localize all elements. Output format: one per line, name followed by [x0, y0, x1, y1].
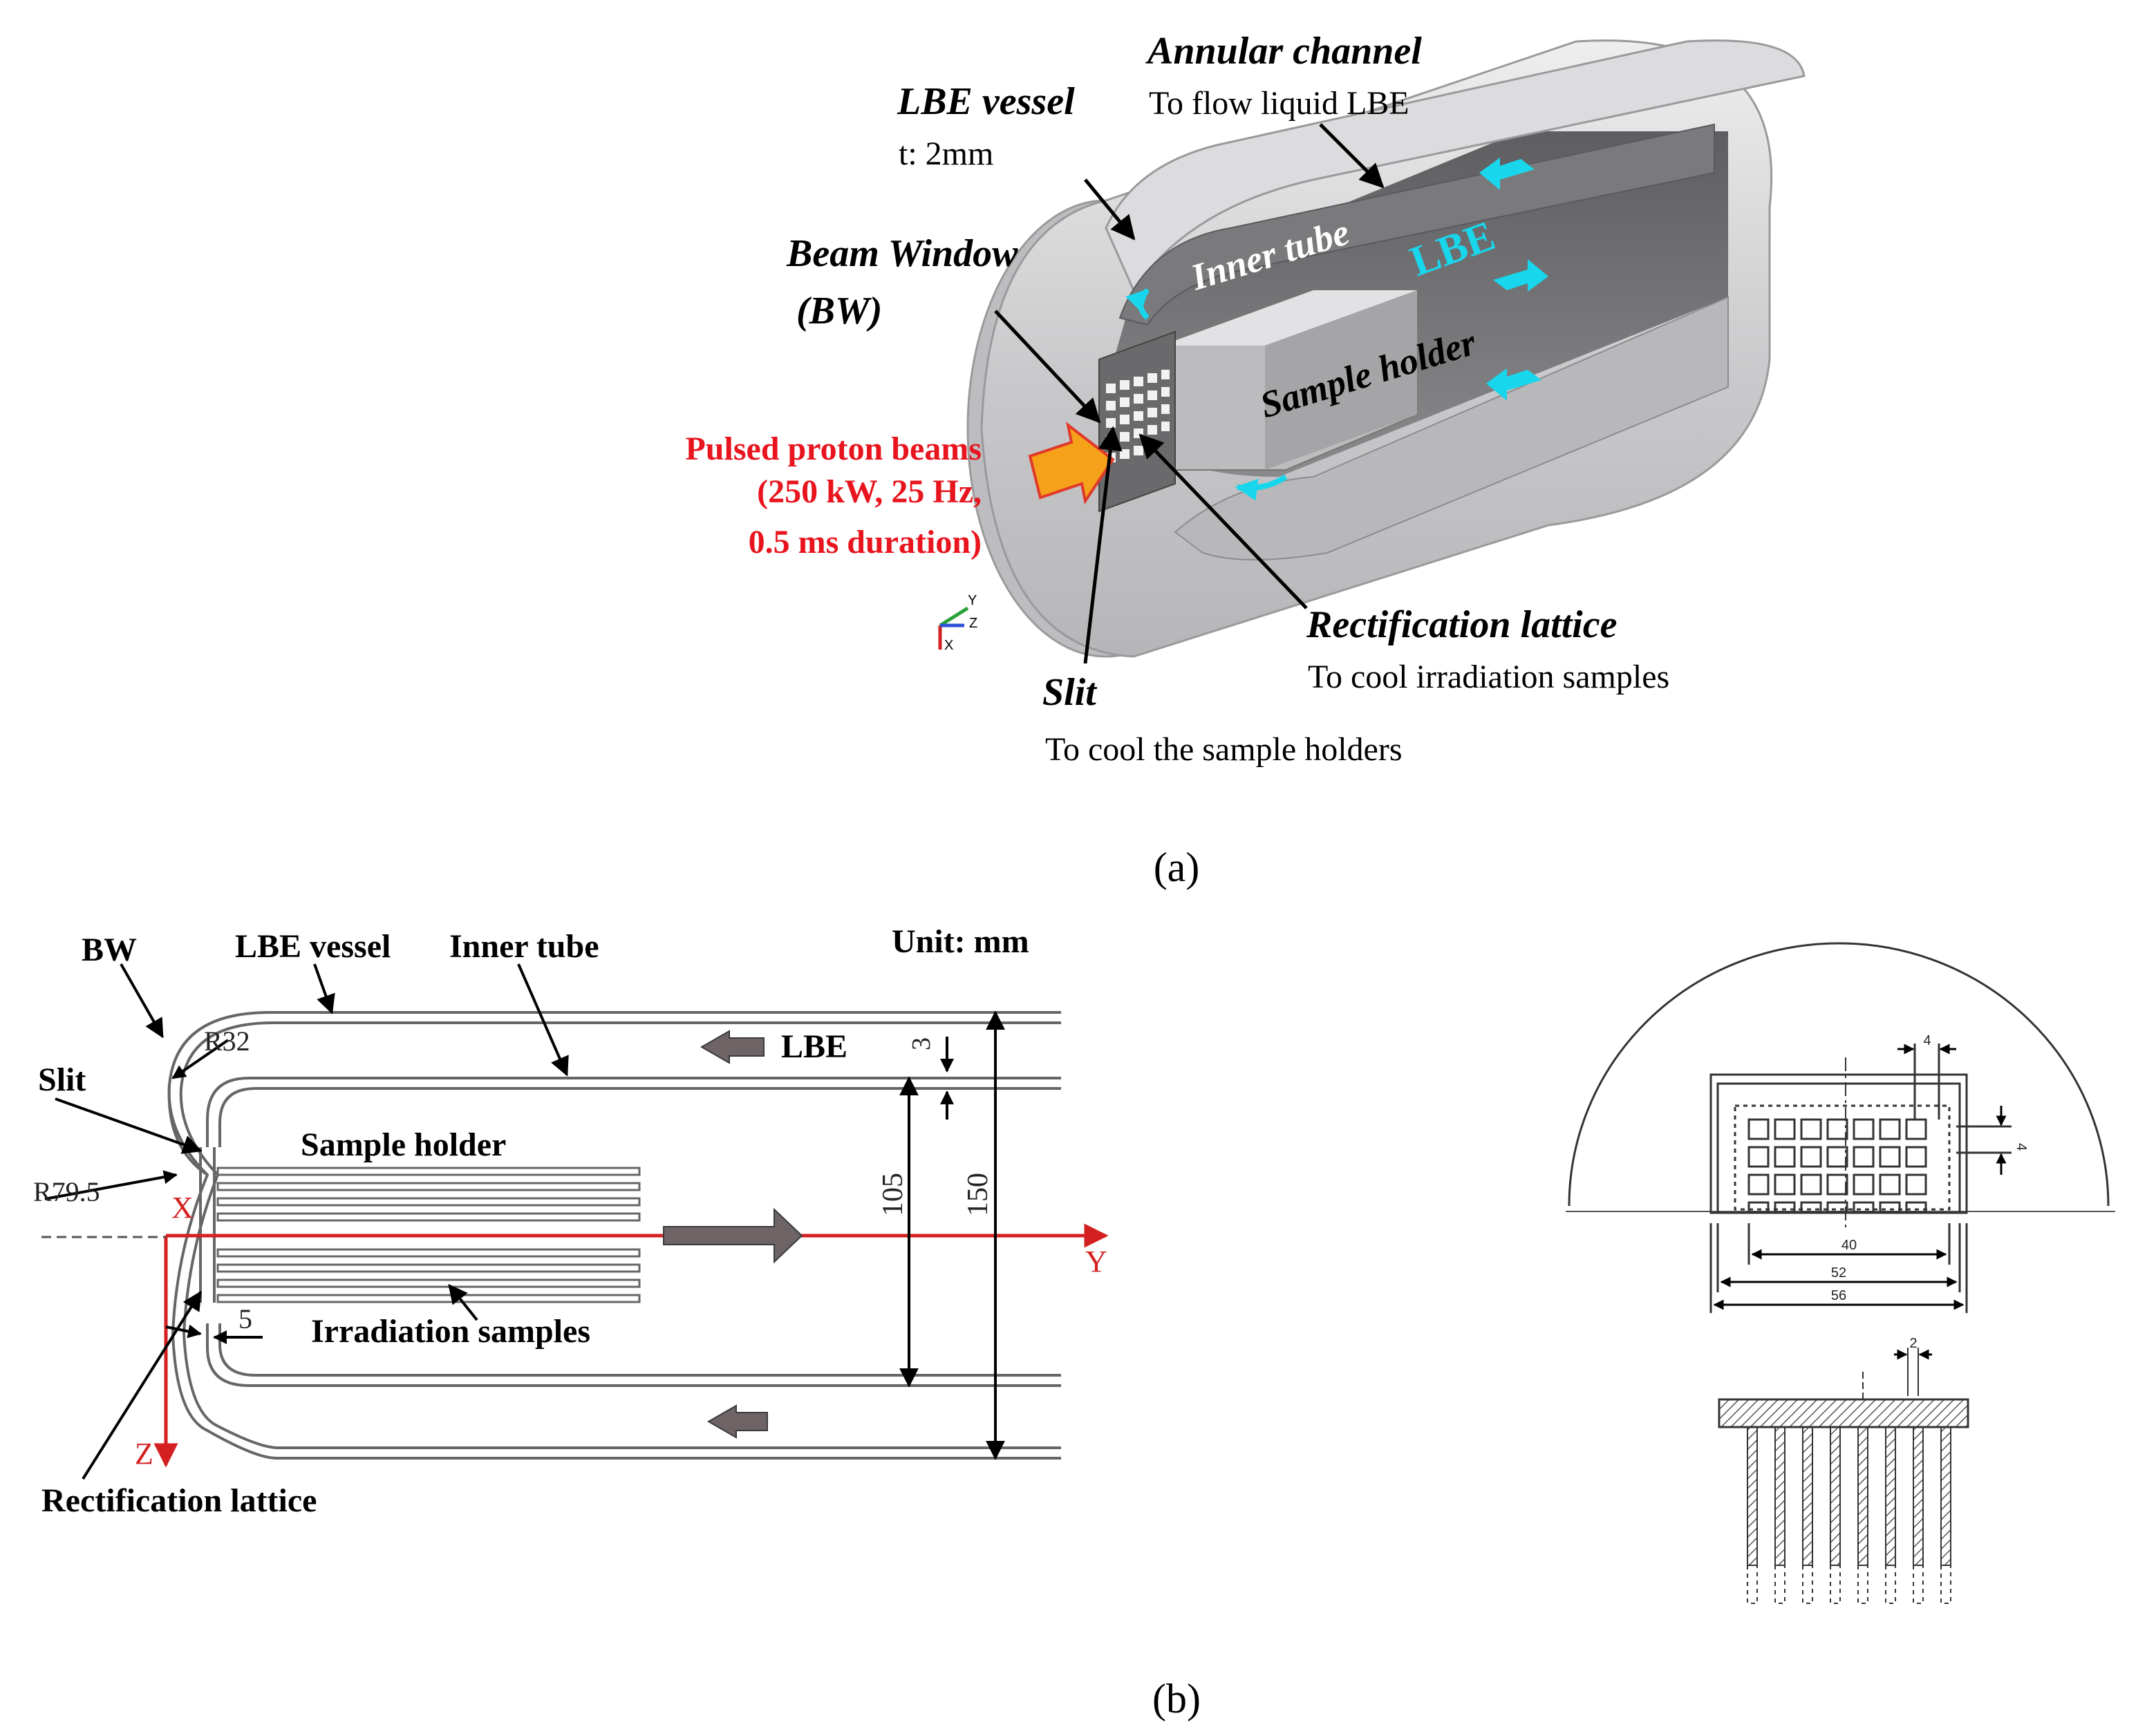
beam-window-curve — [167, 1084, 209, 1176]
rectification-lattice-title: Rectification lattice — [1306, 603, 1617, 646]
lattice-semicircle — [1568, 942, 2110, 1207]
panel-a-leader-lines — [994, 123, 1385, 664]
lattice-dim-52: 52 — [1831, 1265, 1846, 1281]
label-inner-tube: Inner tube — [449, 928, 599, 965]
slit-note: To cool the sample holders — [1045, 731, 1403, 768]
lattice-side-view: 2 — [1718, 1336, 1969, 1604]
beam-line1: Pulsed proton beams — [685, 431, 982, 467]
label-lbe-vessel: LBE vessel — [235, 928, 391, 965]
axis-triad: Y Z X — [938, 593, 977, 653]
panel-a-3d-view — [966, 39, 1806, 658]
beam-window-line1: Beam Window — [786, 232, 1018, 275]
rectification-lattice-note: To cool irradiation samples — [1308, 659, 1669, 695]
label-sample-holder: Sample holder — [301, 1126, 506, 1163]
panel-b-flow-arrows — [663, 1030, 803, 1439]
dim-r32: R32 — [204, 1026, 250, 1057]
lattice-dim-40: 40 — [1841, 1238, 1857, 1253]
sample-plates — [216, 1167, 641, 1303]
panel-b-dimension-lines — [44, 963, 1005, 1480]
label-bw: BW — [82, 932, 137, 968]
beam-direction-arrow — [663, 1207, 803, 1264]
axis-z-label: Z — [135, 1437, 153, 1471]
axis-triad-z: Z — [969, 616, 977, 631]
annular-channel-title: Annular channel — [1145, 30, 1422, 73]
annular-channel-note: To flow liquid LBE — [1149, 85, 1409, 122]
label-unit: Unit: mm — [892, 923, 1029, 960]
dim-105: 105 — [877, 1173, 909, 1216]
inner-tube-wall — [206, 1077, 1061, 1147]
dim-r79-5: R79.5 — [33, 1176, 100, 1207]
lattice-cells — [1747, 1118, 1927, 1214]
axis-x-label: X — [171, 1191, 194, 1225]
outer-vessel-wall — [167, 1011, 1061, 1460]
axis-y-label: Y — [1085, 1245, 1107, 1278]
beam-line2: (250 kW, 25 Hz, — [757, 473, 982, 510]
axis-triad-y: Y — [968, 593, 977, 608]
proton-beam-arrow — [1028, 422, 1115, 505]
lattice-dim-4b: 4 — [2014, 1143, 2029, 1151]
label-lbe: LBE — [781, 1028, 847, 1065]
dim-150: 150 — [962, 1173, 994, 1216]
lbe-vessel-note: t: 2mm — [899, 135, 993, 172]
label-rectification-lattice: Rectification lattice — [41, 1482, 317, 1519]
lbe-flow-arrows — [1479, 158, 1548, 401]
lattice-front-view — [1566, 942, 2115, 1313]
label-slit: Slit — [38, 1061, 86, 1098]
dim-5: 5 — [238, 1303, 252, 1334]
lattice-dimension-arrows — [1713, 1044, 2007, 1310]
panel-b-cross-section — [167, 1011, 1061, 1460]
lattice-dim-56: 56 — [1831, 1288, 1846, 1303]
label-irradiation-samples: Irradiation samples — [311, 1313, 590, 1350]
lattice-dim-2: 2 — [1909, 1336, 1917, 1351]
lbe-vessel-title: LBE vessel — [897, 80, 1075, 123]
axis-triad-x: X — [944, 638, 953, 653]
lattice-dim-4a: 4 — [1923, 1033, 1931, 1048]
caption-a: (a) — [1154, 844, 1200, 890]
panel-b-axes: X Y Z — [41, 1191, 1109, 1471]
beam-window-line2: (BW) — [796, 290, 882, 332]
caption-b: (b) — [1152, 1676, 1201, 1721]
beam-line3: 0.5 ms duration) — [749, 524, 982, 560]
slit-title: Slit — [1042, 671, 1097, 714]
dim-3: 3 — [907, 1037, 936, 1050]
